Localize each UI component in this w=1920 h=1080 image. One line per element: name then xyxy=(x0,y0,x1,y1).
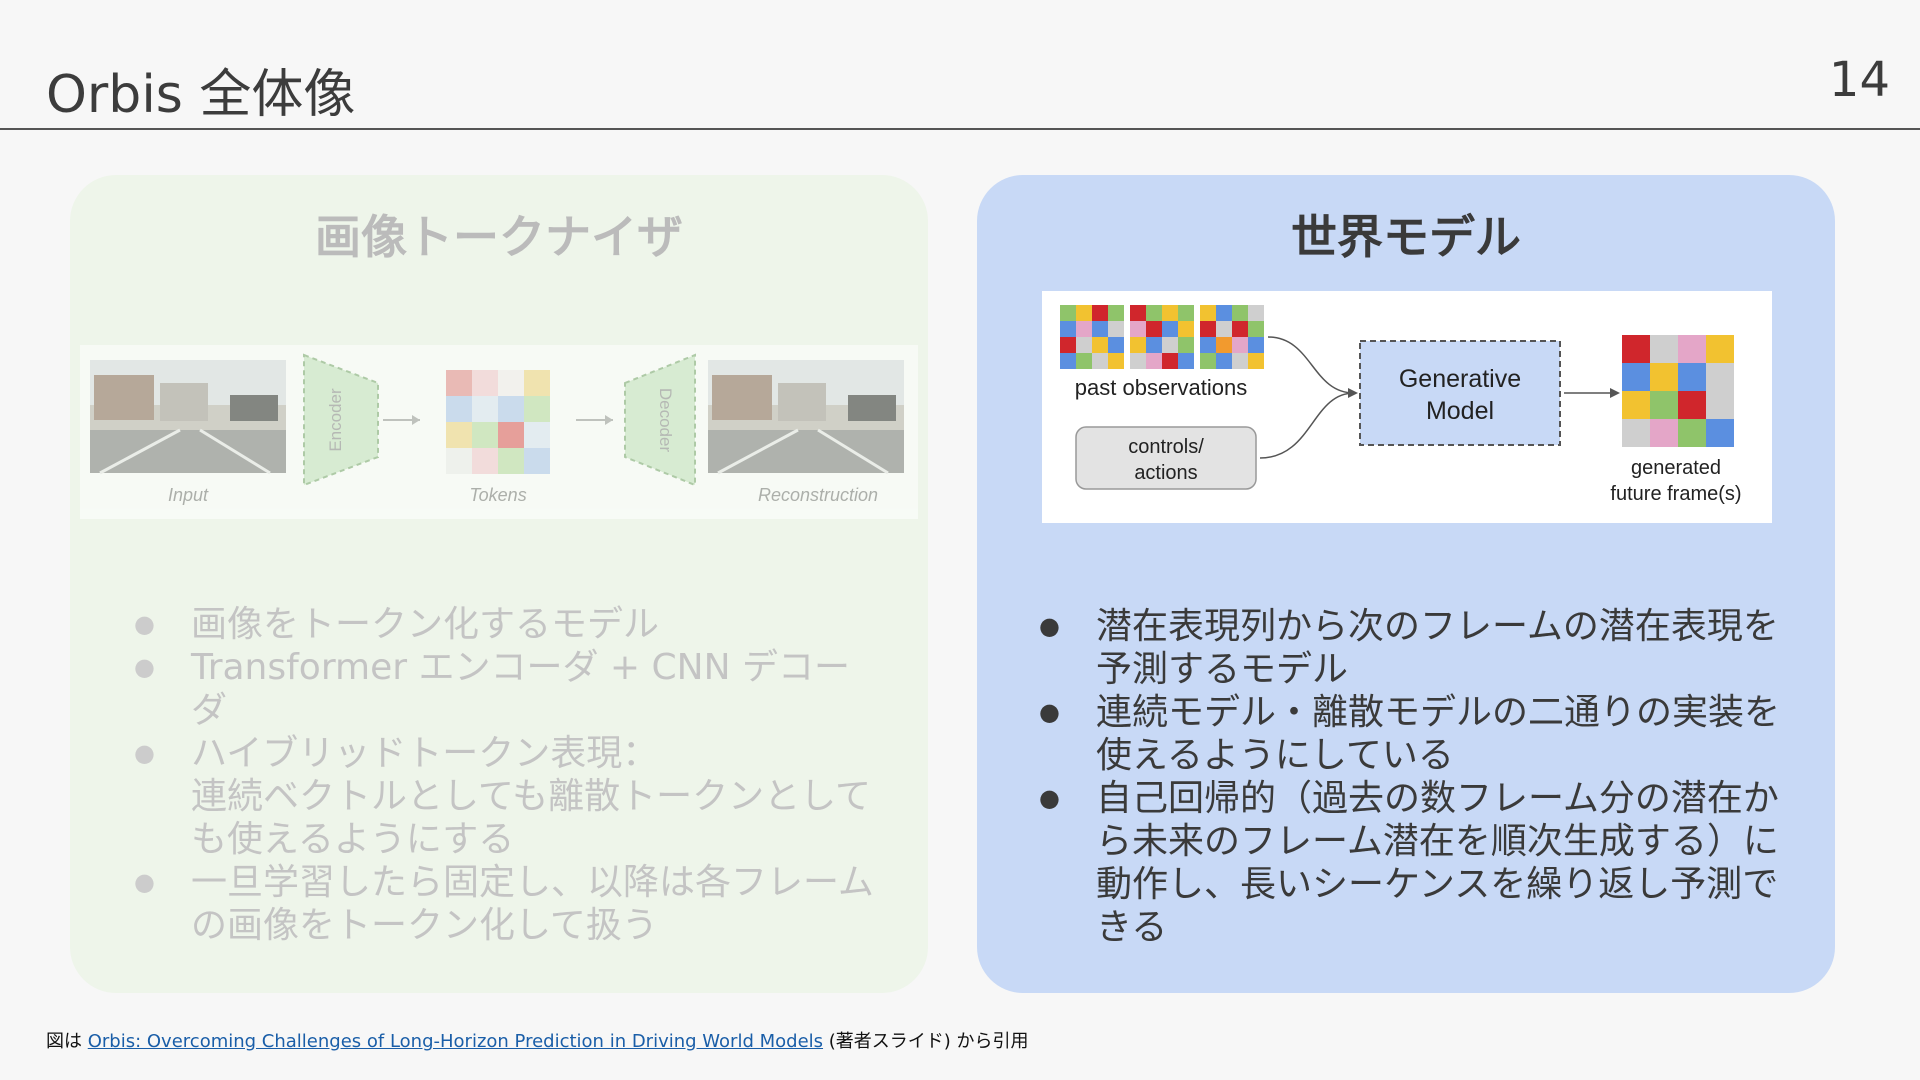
bullet-icon: ● xyxy=(1039,691,1060,734)
controls-label-line2: actions xyxy=(1134,462,1197,484)
encoder-label: Encoder xyxy=(326,388,345,452)
bullet-icon: ● xyxy=(1039,777,1060,820)
tokenizer-diagram: Input Encoder xyxy=(80,345,918,519)
citation-prefix: 図は xyxy=(46,1031,88,1052)
past-observations-label: past observations xyxy=(1075,375,1247,400)
output-label-line1: generated xyxy=(1631,457,1721,479)
bullet-icon: ● xyxy=(134,603,155,646)
world-model-heading: 世界モデル xyxy=(977,201,1835,267)
past-observation-grid-2 xyxy=(1130,305,1194,369)
list-item: ●ハイブリッドトークン表現： 連続ベクトルとしても離散トークンとしても使えるよう… xyxy=(134,732,874,861)
tokenizer-panel: 画像トークナイザ Input Encoder xyxy=(70,175,928,993)
page-title: Orbis 全体像 xyxy=(46,52,355,127)
paper-link[interactable]: Orbis: Overcoming Challenges of Long-Hor… xyxy=(88,1031,823,1052)
bullet-icon: ● xyxy=(134,861,155,904)
connector-observations xyxy=(1268,337,1354,393)
tokenizer-figure: Input Encoder xyxy=(80,345,918,519)
token-grid xyxy=(446,370,550,474)
bullet-icon: ● xyxy=(1039,605,1060,648)
world-model-panel: 世界モデル past observations xyxy=(977,175,1835,993)
list-item: ●Transformer エンコーダ + CNN デコーダ xyxy=(134,646,874,732)
past-observation-grid-3 xyxy=(1200,305,1264,369)
tokenizer-bullet-list: ●画像をトークン化するモデル ●Transformer エンコーダ + CNN … xyxy=(134,603,874,947)
list-item: ●潜在表現列から次のフレームの潜在表現を予測するモデル xyxy=(1039,605,1799,691)
world-model-bullet-list: ●潜在表現列から次のフレームの潜在表現を予測するモデル ●連続モデル・離散モデル… xyxy=(1039,605,1799,949)
page-number: 14 xyxy=(1829,52,1890,108)
arrow-head xyxy=(1610,388,1620,398)
list-item: ●連続モデル・離散モデルの二通りの実装を使えるようにしている xyxy=(1039,691,1799,777)
decoder-label: Decoder xyxy=(656,388,675,453)
output-label-line2: future frame(s) xyxy=(1610,483,1741,505)
bullet-icon: ● xyxy=(134,732,155,775)
input-label: Input xyxy=(168,485,209,505)
tokenizer-heading: 画像トークナイザ xyxy=(70,201,928,267)
citation-suffix: (著者スライド) から引用 xyxy=(823,1031,1029,1052)
citation-footer: 図は Orbis: Overcoming Challenges of Long-… xyxy=(46,1027,1029,1053)
reconstruction-label: Reconstruction xyxy=(758,485,878,505)
world-model-figure: past observations controls/ actions Gene… xyxy=(1042,291,1772,523)
controls-label-line1: controls/ xyxy=(1128,436,1204,458)
model-label-line2: Model xyxy=(1426,397,1494,425)
list-item: ●自己回帰的（過去の数フレーム分の潜在から未来のフレーム潜在を順次生成する）に動… xyxy=(1039,777,1799,949)
arrow-head xyxy=(412,415,420,425)
arrow-head xyxy=(605,415,613,425)
reconstruction-image xyxy=(708,360,904,473)
bullet-icon: ● xyxy=(134,646,155,689)
arrow-head xyxy=(1348,388,1358,398)
list-item: ●一旦学習したら固定し、以降は各フレームの画像をトークン化して扱う xyxy=(134,861,874,947)
generative-model-box xyxy=(1360,341,1560,445)
list-item: ●画像をトークン化するモデル xyxy=(134,603,874,646)
world-model-diagram: past observations controls/ actions Gene… xyxy=(1042,291,1772,523)
tokens-label: Tokens xyxy=(469,485,526,505)
input-image xyxy=(90,360,286,473)
title-divider xyxy=(0,128,1920,130)
connector-controls xyxy=(1260,393,1354,458)
generated-frame-grid xyxy=(1622,335,1734,447)
model-label-line1: Generative xyxy=(1399,365,1521,393)
past-observation-grid-1 xyxy=(1060,305,1124,369)
